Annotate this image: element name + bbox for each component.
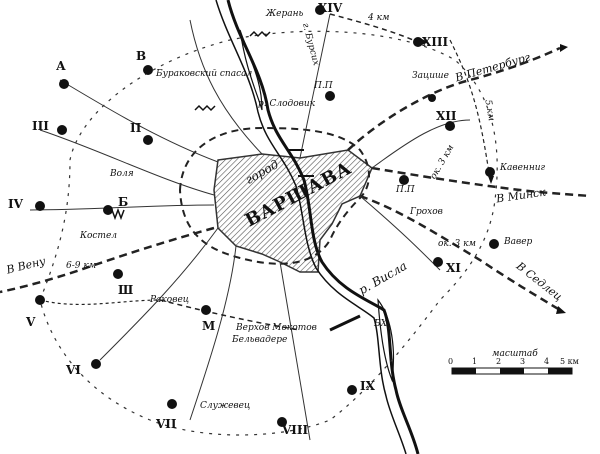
scale-tick-3: 3	[520, 357, 526, 366]
arrow-5km-down	[488, 176, 494, 184]
fort-label-xiii: XIII	[422, 35, 449, 49]
label-vola: Воля	[110, 169, 134, 179]
fort-iv-marker	[35, 201, 45, 211]
fort-ring-inner	[178, 126, 370, 265]
fort-label-a: А	[56, 59, 66, 73]
trench-b	[111, 207, 125, 221]
label-pp1: П.П	[314, 81, 333, 91]
fort-m-marker	[201, 305, 211, 315]
scale-title: масштаб	[492, 349, 538, 359]
fort-label-xiv: XIV	[318, 1, 343, 15]
fort-a-marker	[59, 79, 69, 89]
fort-label-xii: XII	[436, 109, 457, 123]
vaver-marker	[489, 239, 499, 249]
label-6-9km: 6-9 км	[66, 261, 97, 271]
vistula-river	[226, 0, 420, 454]
road-south-mokotov	[159, 299, 301, 331]
label-zaushe: Зацише	[412, 71, 449, 81]
label-mokotov: Верхов Мокотов	[236, 323, 317, 333]
road-south-west	[99, 227, 219, 361]
fort-v2-marker	[143, 65, 153, 75]
label-rakovets: Раковец	[150, 295, 190, 305]
road-north-west	[59, 79, 219, 163]
label-bx: БХ	[374, 319, 388, 329]
fort-label-b: Б	[118, 195, 129, 209]
label-pp2: П.П	[396, 185, 415, 195]
road-vena	[0, 226, 215, 294]
road-petersburg	[347, 46, 561, 151]
fort-xi-marker	[433, 257, 443, 267]
road-north-2	[189, 19, 263, 155]
label-kostel: Костел	[80, 231, 118, 241]
trench-south	[329, 314, 361, 332]
label-kaveniya: Кавенниг	[500, 163, 546, 173]
scale-tick-4: 4	[544, 357, 550, 366]
trench-burakovsky	[194, 104, 216, 112]
road-peterburg-arrow-line	[449, 39, 491, 181]
fort-label-xi: XI	[446, 261, 461, 275]
fort-label-ix: IX	[360, 379, 375, 393]
road-west-kolo	[39, 299, 161, 306]
label-vaver: Вавер	[504, 237, 533, 247]
label-grokhov: Грохов	[410, 207, 443, 217]
scale-tick-1: 1	[472, 357, 478, 366]
road-east-1	[371, 119, 471, 169]
fort-label-iii: III	[32, 119, 49, 133]
fort-label-vii: VII	[156, 417, 177, 431]
fort-sh-marker	[113, 269, 123, 279]
vistula-river-bank	[215, 0, 407, 454]
fort-ix-marker	[347, 385, 357, 395]
label-4km: 4 км	[368, 13, 390, 23]
city-area	[213, 149, 373, 273]
fort-xii-marker	[445, 121, 455, 131]
arrow-petersburg	[560, 44, 568, 52]
arrow-siedlce	[556, 306, 566, 314]
vistula-island-south	[377, 298, 395, 383]
label-sluzhevets: Служевец	[200, 401, 251, 411]
fort-label-v: V	[26, 315, 36, 329]
trench-north	[249, 30, 271, 38]
fort-label-v2: В	[136, 49, 147, 63]
fort-label-iv: IV	[8, 197, 23, 211]
scale-tick-5: 5 км	[560, 357, 579, 366]
label-belvedere: Бельвадере	[232, 335, 288, 345]
direction-arrows	[420, 38, 568, 314]
zaushe-marker	[428, 94, 436, 102]
label-burakovsky: Бураковский спасал	[156, 69, 253, 79]
fort-label-vi: VI	[66, 363, 81, 377]
fort-label-p: П	[130, 121, 142, 135]
road-siedlce	[359, 194, 561, 312]
fort-ring-outer	[39, 30, 498, 436]
fort-v-marker	[35, 295, 45, 305]
scale-tick-2: 2	[496, 357, 502, 366]
scale-tick-0: 0	[448, 357, 454, 366]
fort-b-marker	[103, 205, 113, 215]
road-xiv-xiii	[329, 13, 419, 43]
label-slodowik: р. Слодовик	[258, 99, 316, 109]
label-ok3-2: ок. 3 км	[438, 239, 476, 249]
label-zhoran: Жерань	[266, 9, 304, 19]
fort-viii-marker	[277, 417, 287, 427]
road-north-1	[299, 13, 331, 159]
fort-label-viii: VIII	[282, 423, 309, 437]
arrow-xiii	[420, 38, 428, 46]
fort-p-marker	[143, 135, 153, 145]
vistula-island-north	[239, 29, 263, 111]
fort-label-sh: Ш	[118, 283, 134, 297]
road-west-1	[39, 129, 215, 196]
pp1-marker	[325, 91, 335, 101]
fort-vii-marker	[167, 399, 177, 409]
road-south-2	[279, 261, 311, 441]
kaveniya-marker	[485, 167, 495, 177]
road-west-2	[29, 204, 215, 211]
fort-iii-marker	[57, 125, 67, 135]
pp2-marker	[399, 175, 409, 185]
fort-label-m: М	[202, 319, 216, 333]
fort-vi-marker	[91, 359, 101, 369]
road-south-1	[189, 245, 237, 421]
scale-bar	[451, 367, 573, 375]
fort-xiv-marker	[315, 5, 325, 15]
